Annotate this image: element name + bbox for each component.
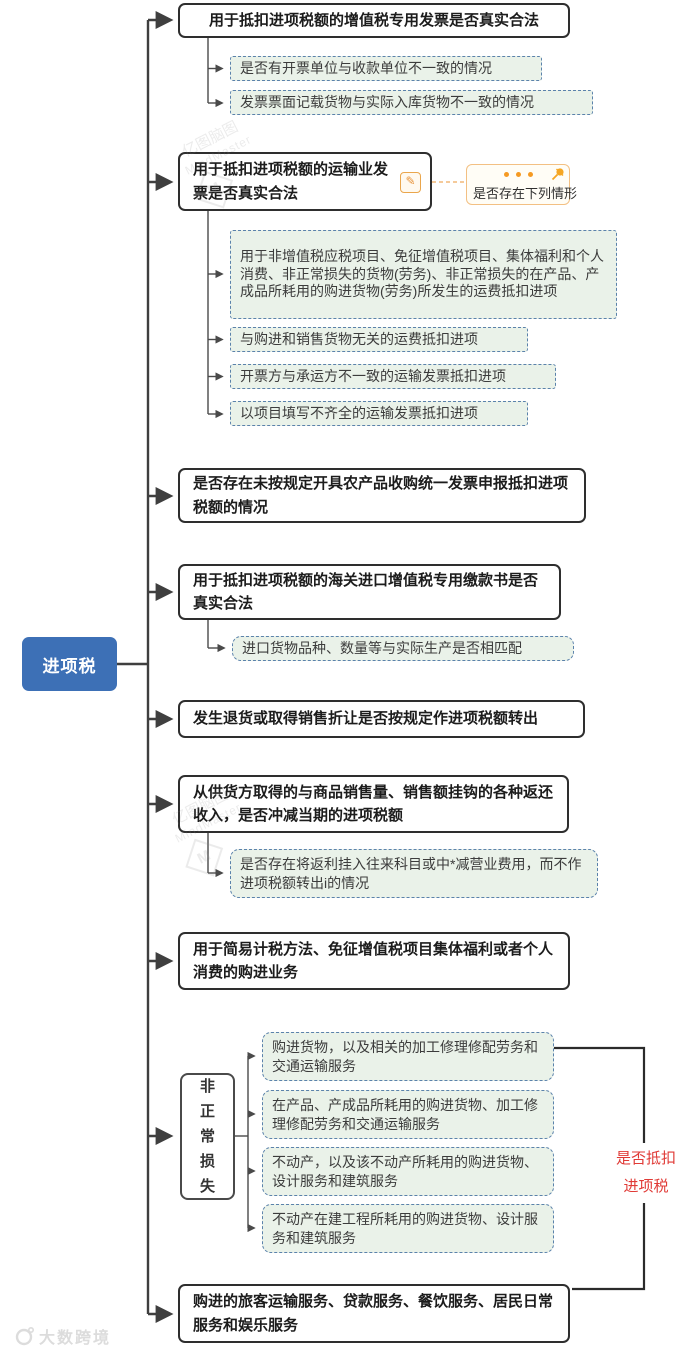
branch-node-label: 发生退货或取得销售折让是否按规定作进项税额转出 — [193, 710, 539, 728]
sub-node[interactable]: 用于非增值税应税项目、免征增值税项目、集体福利和个人消费、非正常损失的货物(劳务… — [230, 230, 617, 319]
annotation-line1: 是否抵扣 — [615, 1150, 676, 1167]
more-dots-icon[interactable] — [473, 169, 563, 180]
branch-node-label: 是否存在未按规定开具农产品收购统一发票申报抵扣进项税额的情况 — [193, 475, 569, 516]
sub-node-label: 发票票面记载货物与实际入库货物不一致的情况 — [240, 94, 534, 111]
branch-node-rebate-income[interactable]: 从供货方取得的与商品销售量、销售额挂钩的各种返还收入，是否冲减当期的进项税额 — [178, 775, 569, 833]
annotation-line2: 进项税 — [623, 1177, 669, 1195]
branch-node-label: 用于抵扣进项税额的增值税专用发票是否真实合法 — [208, 11, 539, 29]
dot-icon — [503, 172, 509, 177]
annotation-label: 是否抵扣 进项税 — [602, 1143, 690, 1203]
collapsed-note-box[interactable]: 是否存在下列情形 — [466, 164, 578, 205]
branch-node-label: 用于简易计税方法、免征增值税项目集体福利或者个人消费的购进业务 — [193, 940, 554, 981]
branch-node-abnormal-loss[interactable]: 非正常损失 — [180, 1073, 235, 1200]
root-node-label: 进项税 — [42, 656, 97, 676]
branch-node-customs-payment[interactable]: 用于抵扣进项税额的海关进口增值税专用缴款书是否真实合法 — [178, 564, 561, 620]
sub-node[interactable]: 是否存在将返利挂入往来科目或中*减营业费用，而不作进项税额转出i的情况 — [230, 849, 598, 898]
sub-node[interactable]: 是否有开票单位与收款单位不一致的情况 — [230, 56, 542, 81]
dot-icon — [515, 172, 521, 177]
sub-node[interactable]: 购进货物，以及相关的加工修理修配劳务和交通运输服务 — [262, 1032, 554, 1081]
note-icon[interactable]: ✎ — [400, 171, 421, 193]
branch-node-label: 用于抵扣进项税额的海关进口增值税专用缴款书是否真实合法 — [193, 571, 539, 612]
branch-node-label: 非正常损失 — [199, 1077, 215, 1196]
sub-node[interactable]: 进口货物品种、数量等与实际生产是否相匹配 — [232, 636, 574, 661]
branch-node-farm-produce[interactable]: 是否存在未按规定开具农产品收购统一发票申报抵扣进项税额的情况 — [178, 468, 586, 523]
pushpin-icon — [551, 168, 564, 181]
sub-node-label: 是否存在将返利挂入往来科目或中*减营业费用，而不作进项税额转出i的情况 — [240, 856, 582, 891]
dot-icon — [527, 172, 533, 177]
sub-node-label: 在产品、产成品所耗用的购进货物、加工修理修配劳务和交通运输服务 — [272, 1097, 538, 1132]
branch-node-passenger-transport[interactable]: 购进的旅客运输服务、贷款服务、餐饮服务、居民日常服务和娱乐服务 — [178, 1284, 570, 1343]
root-node-input-tax[interactable]: 进项税 — [22, 637, 117, 691]
sub-node[interactable]: 发票票面记载货物与实际入库货物不一致的情况 — [230, 90, 593, 115]
sub-node[interactable]: 不动产，以及该不动产所耗用的购进货物、设计服务和建筑服务 — [262, 1147, 554, 1196]
sub-node[interactable]: 在产品、产成品所耗用的购进货物、加工修理修配劳务和交通运输服务 — [262, 1090, 554, 1139]
sub-node[interactable]: 与购进和销售货物无关的运费抵扣进项 — [230, 327, 528, 352]
note-box-label: 是否存在下列情形 — [473, 186, 578, 201]
sub-node-label: 开票方与承运方不一致的运输发票抵扣进项 — [240, 368, 506, 385]
branch-node-vat-invoice[interactable]: 用于抵扣进项税额的增值税专用发票是否真实合法 — [178, 3, 570, 38]
branch-node-label: 用于抵扣进项税额的运输业发票是否真实合法 — [193, 161, 389, 202]
branch-node-simple-tax-method[interactable]: 用于简易计税方法、免征增值税项目集体福利或者个人消费的购进业务 — [178, 932, 570, 990]
branch-node-label: 从供货方取得的与商品销售量、销售额挂钩的各种返还收入，是否冲减当期的进项税额 — [193, 783, 554, 824]
sub-node[interactable]: 不动产在建工程所耗用的购进货物、设计服务和建筑服务 — [262, 1204, 554, 1253]
branch-node-transport-invoice[interactable]: 用于抵扣进项税额的运输业发票是否真实合法 ✎ — [178, 152, 432, 211]
branch-node-returns-transfer-out[interactable]: 发生退货或取得销售折让是否按规定作进项税额转出 — [178, 700, 585, 738]
sub-node-label: 不动产，以及该不动产所耗用的购进货物、设计服务和建筑服务 — [272, 1154, 538, 1189]
sub-node-label: 购进货物，以及相关的加工修理修配劳务和交通运输服务 — [272, 1039, 538, 1074]
sub-node-label: 以项目填写不齐全的运输发票抵扣进项 — [240, 405, 478, 422]
sub-node-label: 进口货物品种、数量等与实际生产是否相匹配 — [242, 640, 522, 657]
sub-node[interactable]: 以项目填写不齐全的运输发票抵扣进项 — [230, 401, 528, 426]
sub-node-label: 是否有开票单位与收款单位不一致的情况 — [240, 60, 492, 77]
sub-node-label: 与购进和销售货物无关的运费抵扣进项 — [240, 331, 478, 348]
branch-node-label: 购进的旅客运输服务、贷款服务、餐饮服务、居民日常服务和娱乐服务 — [193, 1293, 554, 1334]
sub-node-label: 不动产在建工程所耗用的购进货物、设计服务和建筑服务 — [272, 1211, 538, 1246]
sub-node-label: 用于非增值税应税项目、免征增值税项目、集体福利和个人消费、非正常损失的货物(劳务… — [240, 247, 604, 300]
sub-node[interactable]: 开票方与承运方不一致的运输发票抵扣进项 — [230, 364, 556, 389]
